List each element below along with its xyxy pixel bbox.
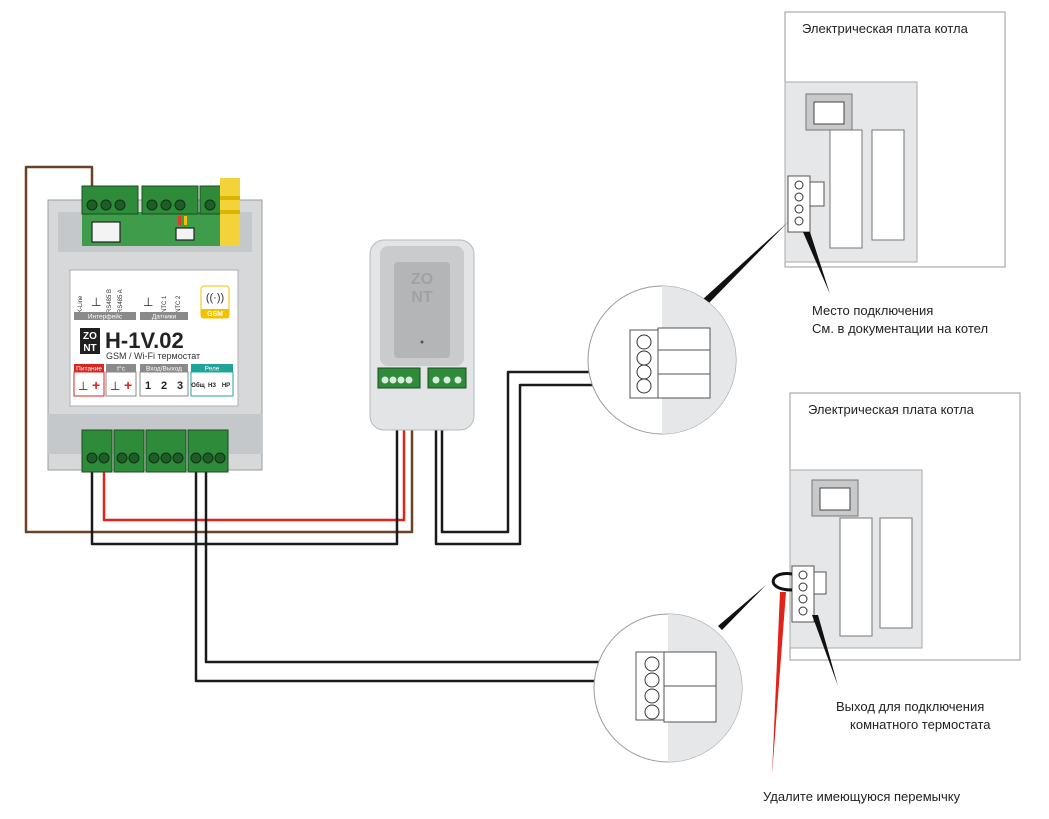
- pin-no: НР: [222, 383, 230, 389]
- top-pointer-wedge: [803, 232, 830, 294]
- bottom-zoom-circle: [593, 613, 743, 763]
- pin-rs485b: RS485 B: [107, 289, 113, 313]
- temp-label: t°c: [117, 365, 125, 373]
- antenna-icon: ((·)): [206, 292, 224, 304]
- top-board-title: Электрическая плата котла: [802, 21, 969, 36]
- brown-wire: [24, 165, 414, 534]
- bottom-zoom-wedge: [718, 585, 766, 630]
- pin-ntc1: NTC 1: [162, 295, 168, 313]
- module-logo-bottom: NT: [411, 289, 433, 306]
- relay-wire-b: [194, 455, 650, 683]
- boiler-board-top: Электрическая плата котла: [784, 11, 1006, 268]
- pin-kline: K-Line: [78, 295, 84, 313]
- connection-note-line1: Место подключения: [812, 303, 933, 318]
- top-terminals: [81, 185, 223, 215]
- module-logo-top: ZO: [411, 271, 433, 288]
- relay-label: Реле: [205, 366, 220, 373]
- top-zoom-circle: [587, 285, 737, 435]
- io-label: Вход/Выход: [146, 366, 182, 373]
- power-plus-icon: +: [92, 377, 100, 393]
- temp-minus-icon: ⊥: [110, 379, 120, 393]
- red-power-wire: [102, 385, 406, 522]
- power-minus-icon: ⊥: [78, 379, 88, 393]
- jumper-loop: [771, 571, 793, 592]
- remove-jumper-wedge: [772, 592, 786, 775]
- pin-io3: 3: [177, 380, 183, 392]
- temp-plus-icon: +: [124, 377, 132, 393]
- pin-ntc2: NTC 2: [176, 295, 182, 313]
- pin-ground-icon: ⊥: [91, 295, 101, 309]
- top-zoom-wedge: [702, 222, 788, 304]
- bottom-board-title: Электрическая плата котла: [808, 402, 975, 417]
- output-note-line1: Выход для подключения: [836, 699, 984, 714]
- pin-nc: НЗ: [208, 383, 216, 389]
- sensors-label: Датчики: [152, 314, 177, 321]
- zont-logo: ZO NT: [80, 328, 100, 354]
- svg-text:ZO: ZO: [83, 331, 97, 342]
- model-title: H-1V.02: [105, 328, 184, 353]
- power-label: Питание: [76, 366, 102, 373]
- zont-module: ZO NT: [369, 239, 475, 431]
- boiler-board-bottom: Электрическая плата котла: [789, 392, 1021, 661]
- thermostat-device: K-Line ⊥ RS485 B RS485 A ⊥ NTC 1 NTC 2 И…: [47, 178, 263, 473]
- relay-wire-a: [204, 455, 650, 664]
- pin-io1: 1: [145, 380, 151, 392]
- boiler-wire-a: [440, 370, 650, 534]
- pin-common: Общ: [191, 382, 204, 389]
- output-note-line2: комнатного термостата: [850, 717, 991, 732]
- svg-text:NT: NT: [83, 343, 96, 354]
- bottom-terminals: [81, 429, 229, 473]
- remove-jumper-note: Удалите имеющуюся перемычку: [763, 789, 961, 804]
- interface-label: Интерфейс: [88, 313, 123, 321]
- gsm-label: GSM: [207, 311, 223, 318]
- pin-sensor-ground-icon: ⊥: [143, 295, 153, 309]
- pin-rs485a: RS485 A: [118, 289, 124, 313]
- wires: [24, 165, 650, 683]
- connection-note-line2: См. в документации на котел: [812, 321, 988, 336]
- bottom-pointer-wedge: [812, 615, 838, 686]
- model-subtitle: GSM / Wi-Fi термостат: [106, 351, 200, 361]
- black-ground-wire: [90, 385, 399, 546]
- pin-io2: 2: [161, 380, 167, 392]
- boiler-wire-b: [434, 383, 650, 546]
